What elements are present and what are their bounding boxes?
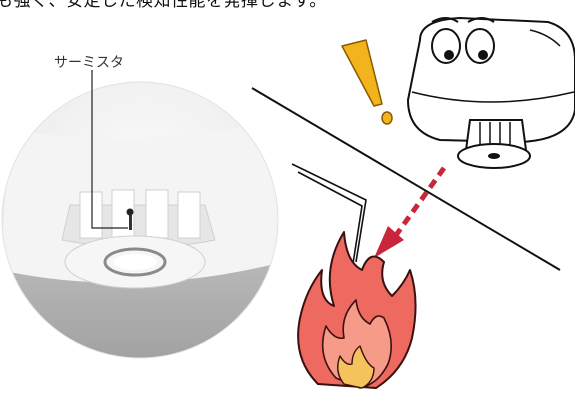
thermistor-label: サーミスタ [54,52,124,72]
heat-detector-character-icon [408,18,575,168]
sensor-photo [0,80,290,380]
heat-wave-lines [292,164,366,270]
exclamation-mark-icon [342,40,392,124]
